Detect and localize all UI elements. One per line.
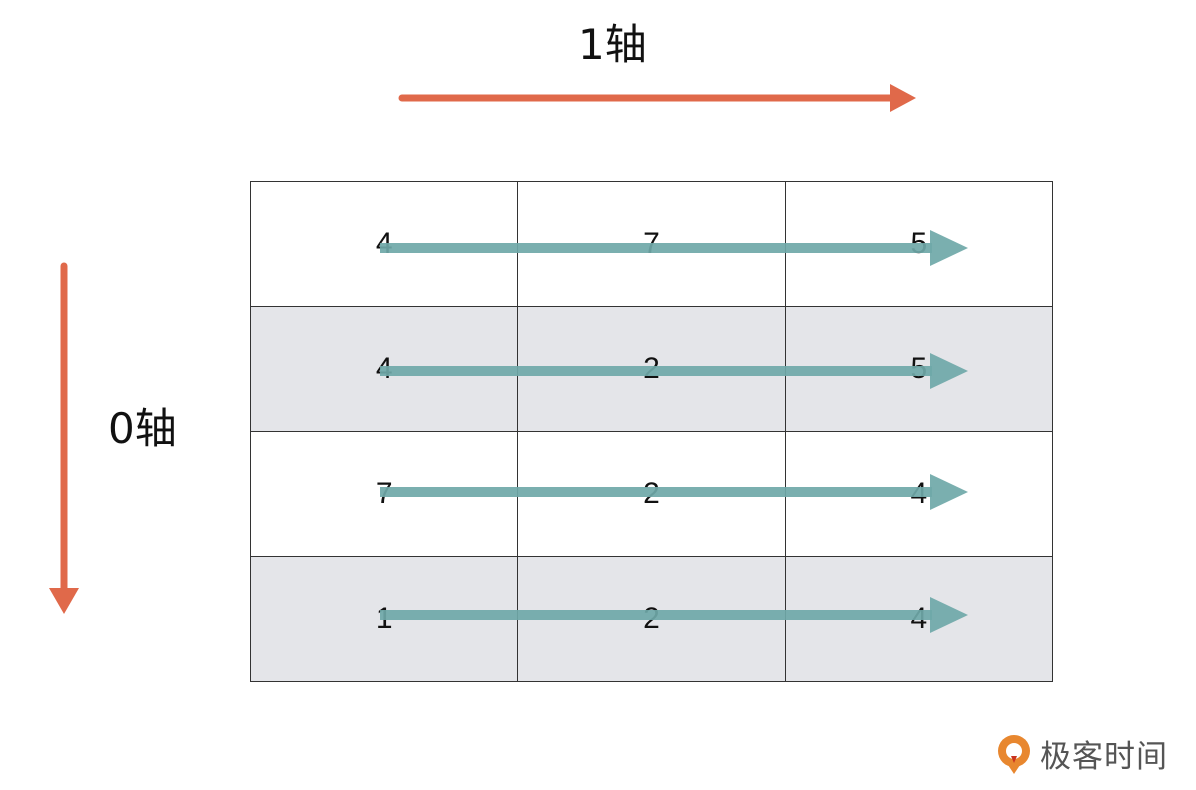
row-arrow	[380, 353, 968, 389]
geektime-logo-icon	[998, 734, 1030, 774]
brand-text: 极客时间	[1040, 739, 1168, 775]
axis1-arrow	[398, 84, 916, 112]
axis1-label: 1轴	[578, 20, 647, 69]
brand-watermark: 极客时间	[994, 731, 1168, 776]
row-arrow	[380, 597, 968, 633]
axis0-arrow	[49, 262, 79, 614]
axis0-label: 0轴	[108, 404, 177, 453]
row-arrow	[380, 474, 968, 510]
row-arrow	[380, 230, 968, 266]
